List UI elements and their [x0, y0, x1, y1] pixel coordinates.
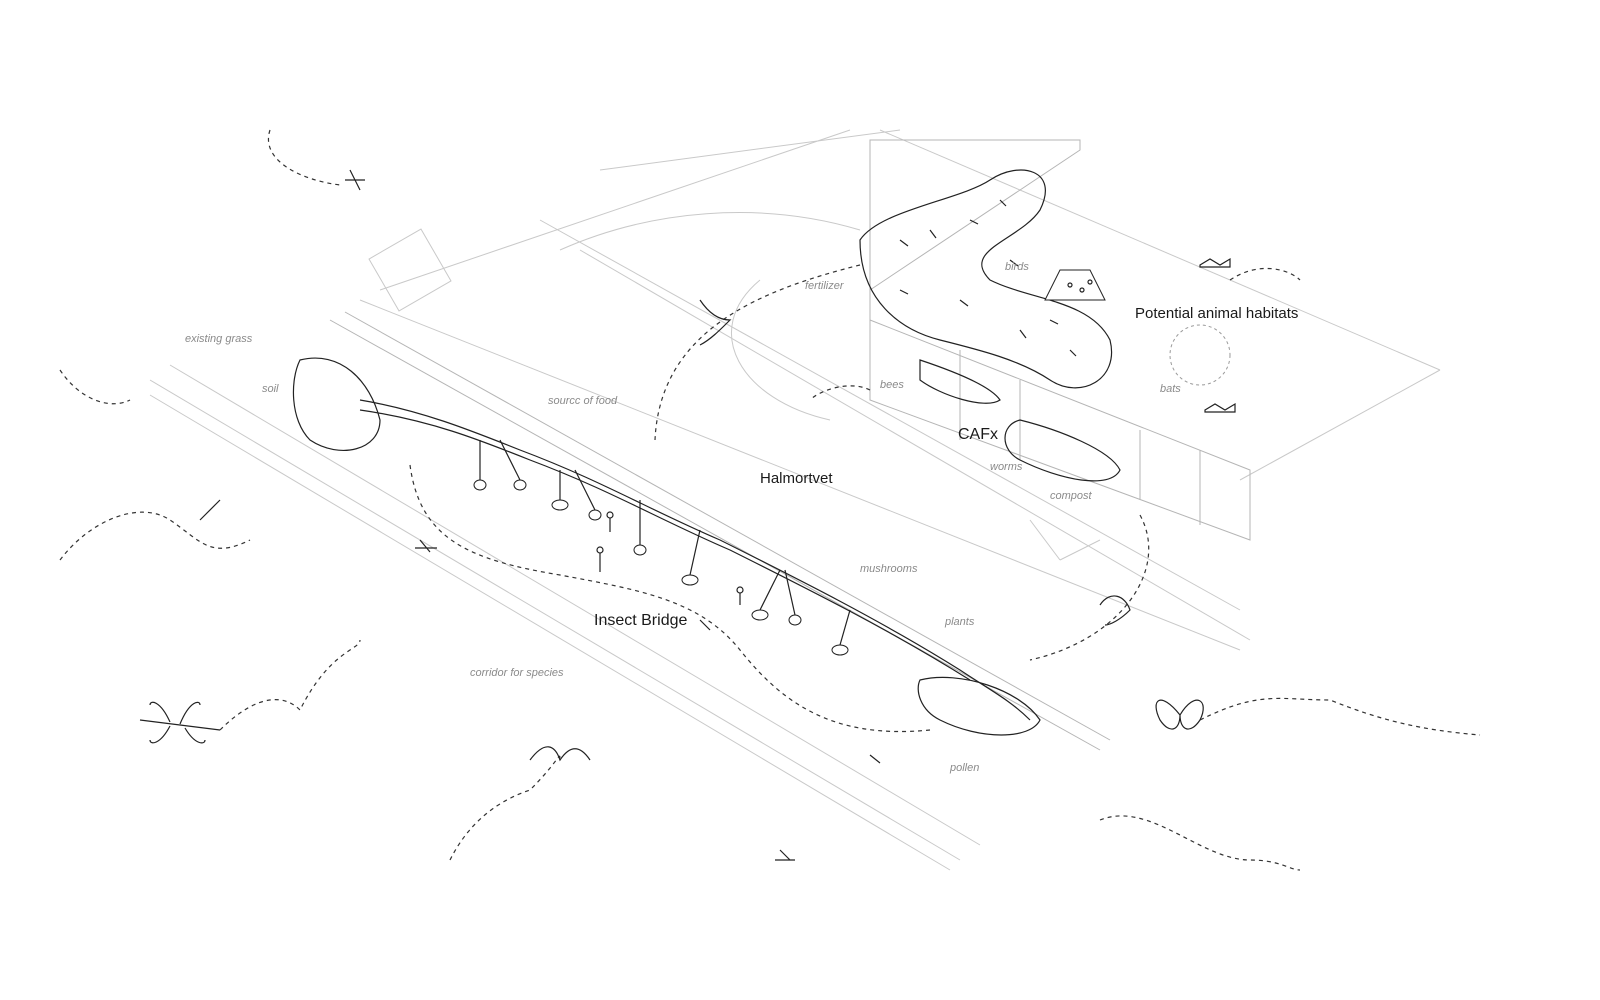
- habitat-box: [1044, 269, 1231, 386]
- label-fertilizer: fertilizer: [805, 280, 844, 292]
- cafx-building: [859, 139, 1251, 541]
- label-existing-grass: existing grass: [185, 333, 253, 345]
- label-birds: birds: [1005, 261, 1029, 273]
- insect-bridge: [292, 357, 1041, 736]
- label-mushrooms: mushrooms: [860, 563, 918, 575]
- label-cafx: CAFx: [958, 426, 998, 443]
- label-source-of-food: sourcc of food: [548, 395, 618, 407]
- bat-icon: [1199, 257, 1236, 413]
- bird-icon: [529, 299, 1131, 762]
- label-soil: soil: [262, 383, 279, 395]
- site-plan-lines: [149, 129, 1441, 871]
- mosquito-icon: [345, 169, 881, 861]
- label-insect-bridge: Insect Bridge: [594, 612, 688, 629]
- label-pollen: pollen: [950, 762, 980, 774]
- butterfly-icon: [1155, 699, 1204, 730]
- label-bees: bees: [880, 379, 904, 391]
- label-potential-animal-habitats: Potential animal habitats: [1135, 305, 1299, 322]
- dragonfly-icon: [139, 701, 221, 744]
- label-compost: compost: [1050, 490, 1092, 502]
- label-bats: bats: [1160, 383, 1181, 395]
- people-figures: [596, 511, 744, 605]
- flow-arrows: [59, 129, 1481, 871]
- label-plants: plants: [945, 616, 975, 628]
- label-halmortvet: Halmortvet: [760, 470, 833, 487]
- label-worms: worms: [990, 461, 1023, 473]
- label-corridor-for-species: corridor for species: [470, 667, 564, 679]
- worm-icon: [199, 499, 221, 521]
- fauna: [139, 169, 1236, 861]
